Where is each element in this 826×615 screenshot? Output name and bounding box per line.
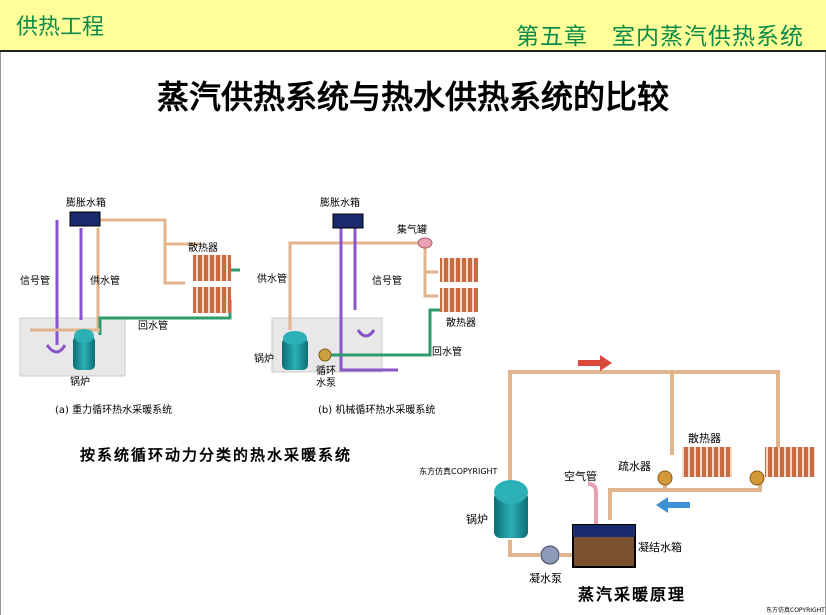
condensate-pump-icon	[540, 545, 560, 565]
radiator-lower	[193, 287, 231, 313]
boiler-icon	[73, 336, 95, 370]
steam-trap-icon-2	[749, 470, 765, 486]
steam-supply-pipe	[508, 370, 780, 480]
steam-corner-mark: 东方仿真COPYRIGHT	[766, 606, 825, 614]
steam-radiator-2	[765, 447, 815, 477]
label-return-pipe-a: 回水管	[138, 319, 168, 332]
label-pump-line1: 循环	[316, 364, 336, 377]
caption-a: (a) 重力循环热水采暖系统	[55, 403, 172, 416]
label-condensate-tank: 凝结水箱	[638, 540, 682, 554]
drain-trap-icon-b	[356, 329, 376, 338]
label-steam-trap: 疏水器	[618, 459, 651, 473]
label-boiler-a: 锅炉	[70, 376, 90, 388]
steam-radiator-1	[682, 447, 732, 477]
expansion-tank	[69, 211, 101, 227]
steam-principle-caption: 蒸汽采暖原理	[578, 585, 686, 604]
label-boiler-b: 锅炉	[254, 353, 274, 365]
course-title: 供热工程	[16, 15, 105, 40]
label-return-pipe-b: 回水管	[432, 345, 462, 358]
label-steam-boiler: 锅炉	[466, 513, 488, 526]
radiator-upper	[193, 255, 231, 281]
label-condensate-pump: 凝水泵	[529, 571, 562, 585]
label-expansion-tank-b: 膨胀水箱	[320, 196, 360, 209]
radiator-upper-b	[440, 258, 478, 282]
drain-trap-icon	[45, 344, 67, 354]
label-radiator-b: 散热器	[446, 316, 476, 329]
hot-water-system-caption: 按系统循环动力分类的热水采暖系统	[80, 446, 352, 464]
left-border	[0, 52, 1, 615]
diagram-b-mechanical-hot-water: 膨胀水箱 集气罐 供水管 信号管 散热器 回水管 锅炉 循环 水泵 (b) 机械…	[254, 196, 478, 416]
label-air-collector: 集气罐	[397, 223, 427, 236]
label-pump-line2: 水泵	[316, 377, 336, 389]
diagram-steam-heating: 散热器 疏水器 空气管 锅炉 凝结水箱 凝水泵 蒸汽采暖原理 东方仿真COPYR…	[466, 355, 825, 614]
label-signal-pipe-a: 信号管	[20, 274, 50, 287]
slide-header: 供热工程 第五章 室内蒸汽供热系统	[0, 0, 826, 52]
radiator-lower-b	[440, 288, 478, 312]
copyright-text: 东方仿真COPYRIGHT	[419, 466, 498, 476]
steam-trap-icon-1	[657, 470, 673, 486]
label-signal-pipe-b: 信号管	[372, 274, 402, 287]
condensate-flow-arrow	[656, 497, 690, 513]
label-air-pipe: 空气管	[564, 469, 597, 483]
label-supply-pipe-b: 供水管	[257, 272, 287, 285]
label-expansion-tank-a: 膨胀水箱	[66, 196, 106, 209]
diagram-a-gravity-hot-water: 膨胀水箱 信号管 供水管 散热器 回水管 锅炉 (a) 重力循环热水采暖系统	[19, 196, 240, 416]
chapter-title: 第五章 室内蒸汽供热系统	[516, 24, 804, 50]
air-pipe-icon	[587, 482, 598, 528]
signal-pipe-line-b	[339, 226, 398, 372]
caption-b: (b) 机械循环热水采暖系统	[318, 403, 435, 416]
expansion-tank-b	[332, 213, 364, 229]
condensate-return-pipe	[608, 478, 762, 520]
boiler-icon-b	[282, 338, 308, 370]
label-steam-radiator: 散热器	[688, 431, 721, 445]
slide-title: 蒸汽供热系统与热水供热系统的比较	[156, 78, 669, 116]
circulation-pump-icon	[318, 348, 332, 362]
air-collector-icon	[417, 237, 433, 249]
steam-boiler-icon	[494, 492, 528, 538]
floor-slab	[19, 317, 126, 377]
supply-pipe-line-b	[288, 241, 432, 330]
steam-flow-arrow	[578, 355, 612, 371]
label-radiator-a: 散热器	[188, 241, 218, 254]
supply-pipe-line	[98, 218, 200, 246]
label-supply-pipe-a: 供水管	[90, 274, 120, 287]
